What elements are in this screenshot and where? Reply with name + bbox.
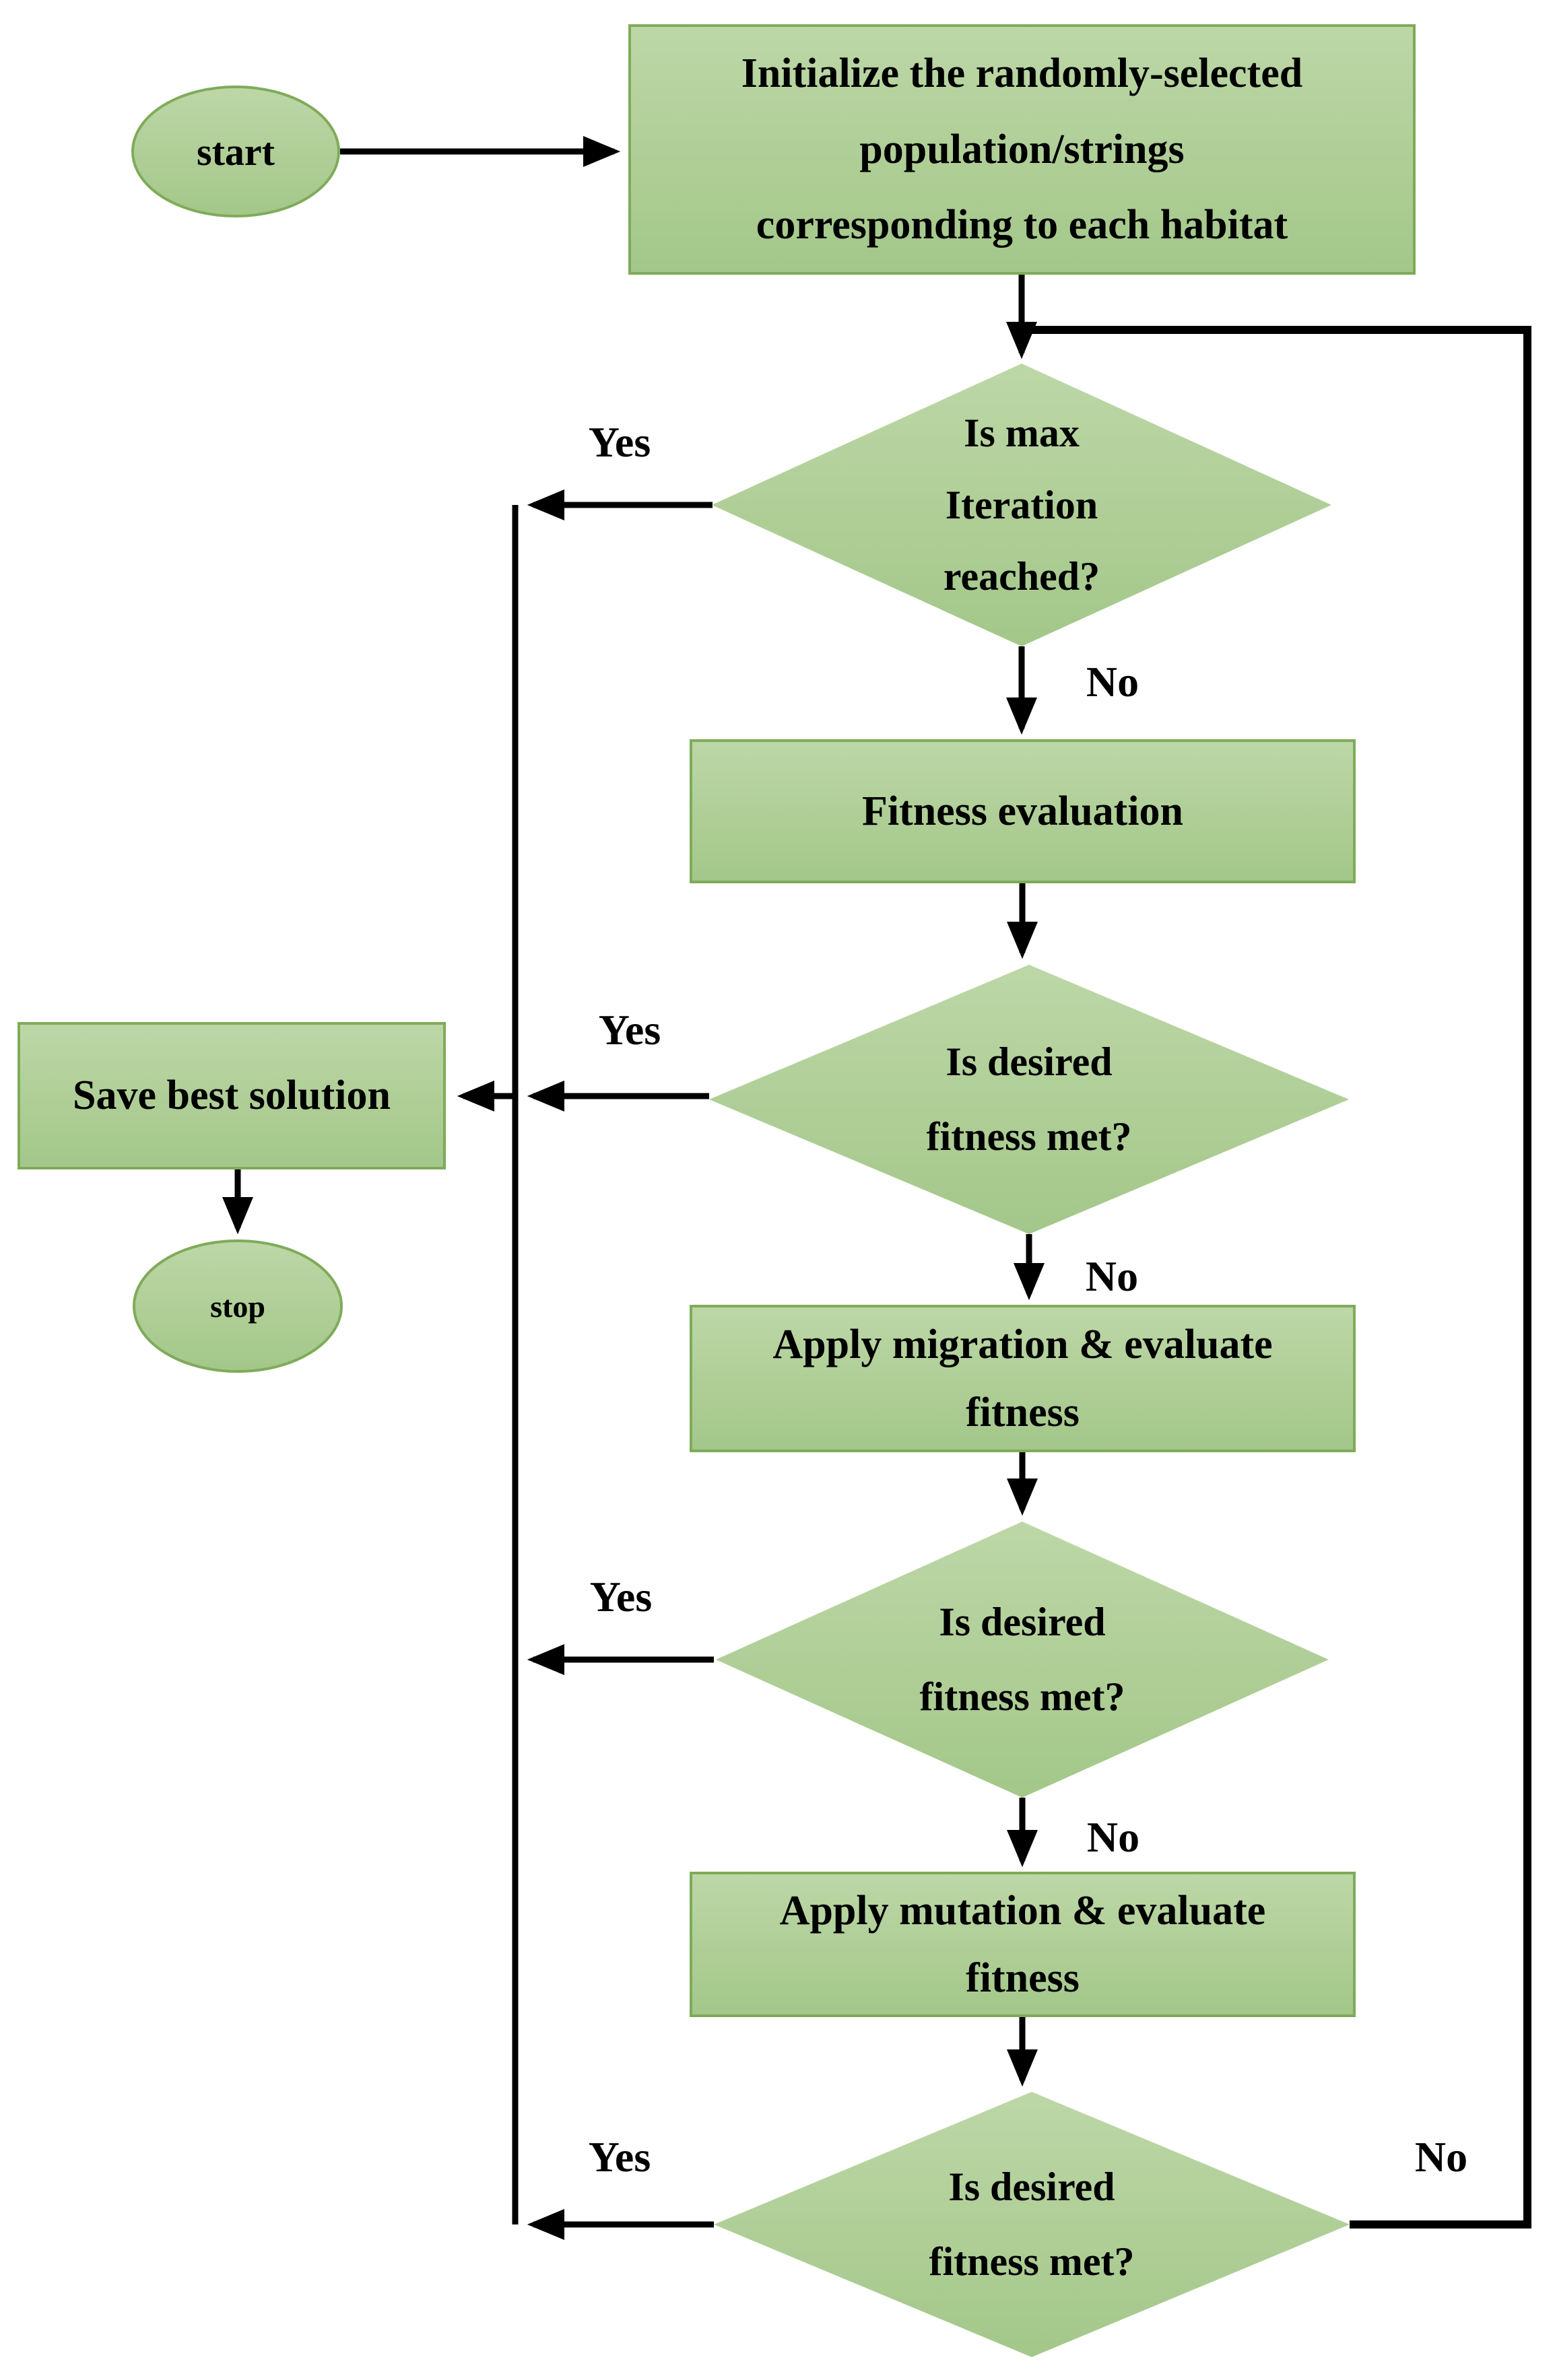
fitness3-yes-label: Yes bbox=[588, 2133, 651, 2181]
desired-fitness-1-label: Is desired fitness met? bbox=[926, 1040, 1132, 1159]
apply-mutation-process-shape bbox=[690, 1872, 1356, 2017]
max-iteration-label: Is max Iteration reached? bbox=[943, 410, 1100, 599]
stop-label: stop bbox=[210, 1289, 265, 1324]
initialize-process-shape bbox=[628, 24, 1416, 275]
start-terminator-shape bbox=[131, 86, 340, 217]
fitness-evaluation-process-shape bbox=[690, 739, 1356, 883]
initialize-label: Initialize the randomly-selected populat… bbox=[741, 50, 1303, 248]
apply-migration-label: Apply migration & evaluate fitness bbox=[772, 1322, 1273, 1435]
fitness2-no-label: No bbox=[1086, 1813, 1140, 1861]
edge-no-feedback-loop bbox=[1025, 326, 1531, 2229]
max-iteration-decision-shape bbox=[712, 364, 1331, 646]
save-best-solution-label: Save best solution bbox=[73, 1073, 391, 1118]
max-iteration-no-label: No bbox=[1086, 658, 1139, 706]
fitness1-no-label: No bbox=[1085, 1252, 1139, 1300]
desired-fitness-3-label: Is desired fitness met? bbox=[929, 2165, 1135, 2284]
save-best-solution-shape bbox=[18, 1022, 446, 1169]
start-label: start bbox=[197, 129, 275, 174]
desired-fitness-2-label: Is desired fitness met? bbox=[919, 1600, 1125, 1719]
apply-mutation-label: Apply mutation & evaluate fitness bbox=[779, 1887, 1266, 2001]
stop-terminator-shape bbox=[133, 1239, 343, 1373]
desired-fitness-decision-1-shape bbox=[709, 965, 1349, 1234]
desired-fitness-decision-3-shape bbox=[714, 2092, 1350, 2357]
max-iteration-yes-label: Yes bbox=[588, 418, 651, 466]
fitness1-yes-label: Yes bbox=[598, 1006, 661, 1054]
apply-migration-process-shape bbox=[690, 1305, 1356, 1452]
fitness3-no-label: No bbox=[1414, 2133, 1468, 2181]
fitness2-yes-label: Yes bbox=[589, 1573, 653, 1621]
fitness-evaluation-label: Fitness evaluation bbox=[861, 788, 1184, 834]
desired-fitness-decision-2-shape bbox=[716, 1522, 1329, 1798]
